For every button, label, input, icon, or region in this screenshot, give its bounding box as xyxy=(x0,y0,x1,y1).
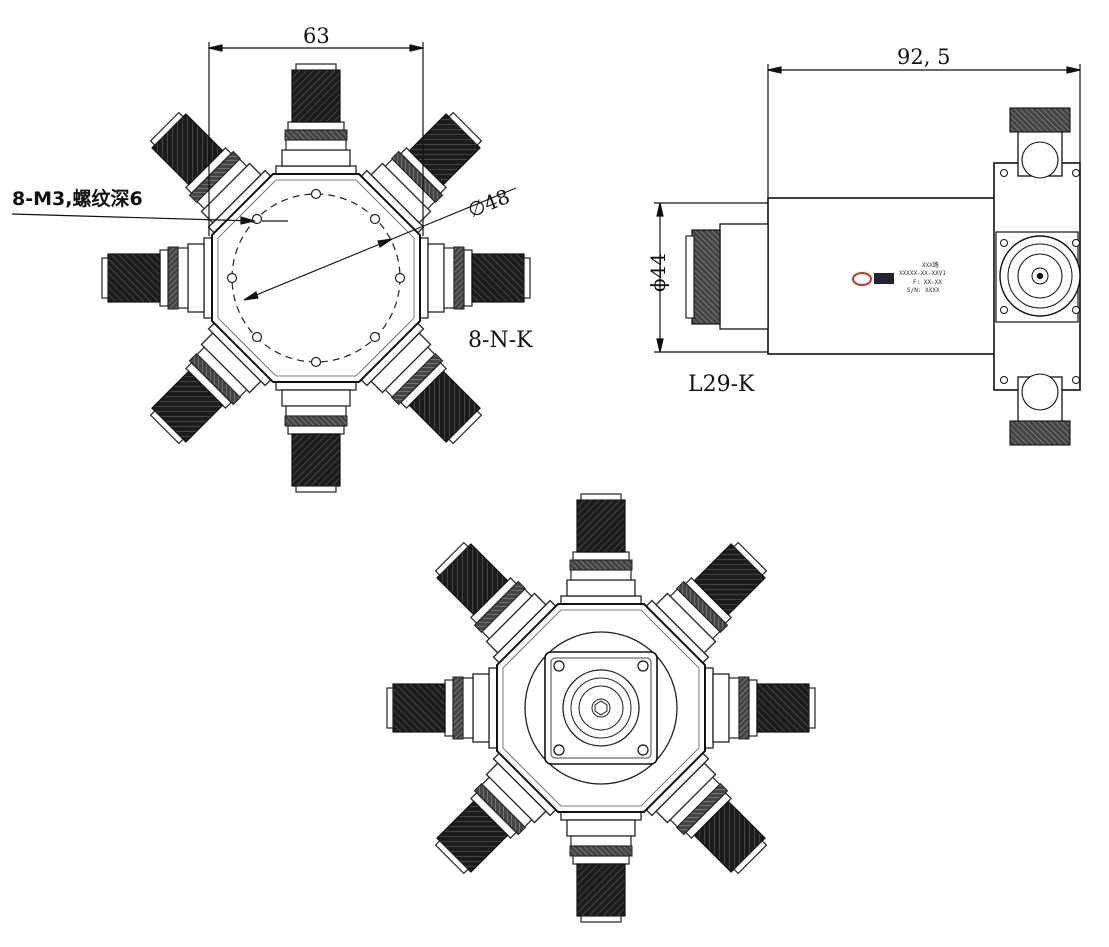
dim-line-48 xyxy=(243,187,517,301)
mounting-holes xyxy=(226,188,406,368)
dim-line-63 xyxy=(208,42,424,236)
nameplate-line-2: XXXXX-XX-XXV1 xyxy=(899,270,946,277)
input-connector-label: L29-K xyxy=(688,372,755,397)
connector-top xyxy=(275,63,357,177)
hole-note-leader xyxy=(11,213,288,225)
nameplate-line-3: F: XX-XX xyxy=(913,279,942,286)
dim-line-92-5 xyxy=(767,64,1081,198)
mounting-hole-note: 8-M3,螺纹深6 xyxy=(12,188,143,210)
side-view xyxy=(685,107,1081,446)
top-view xyxy=(101,63,531,493)
connector-left xyxy=(101,237,215,319)
output-connector-label: 8-N-K xyxy=(468,328,533,353)
dim-line-phi44 xyxy=(654,202,768,353)
bottom-view xyxy=(386,493,816,923)
nameplate-line-4: S/N: XXXX xyxy=(907,287,940,294)
octagon-body xyxy=(211,173,421,383)
dimension-body-diameter-label: ϕ44 xyxy=(646,252,670,292)
connector-bottom xyxy=(275,379,357,493)
dimension-length-label: 92, 5 xyxy=(897,45,951,69)
nameplate-line-1: XXX路 xyxy=(922,262,939,269)
dimension-width-label: 63 xyxy=(303,24,330,48)
connector-right xyxy=(417,237,531,319)
